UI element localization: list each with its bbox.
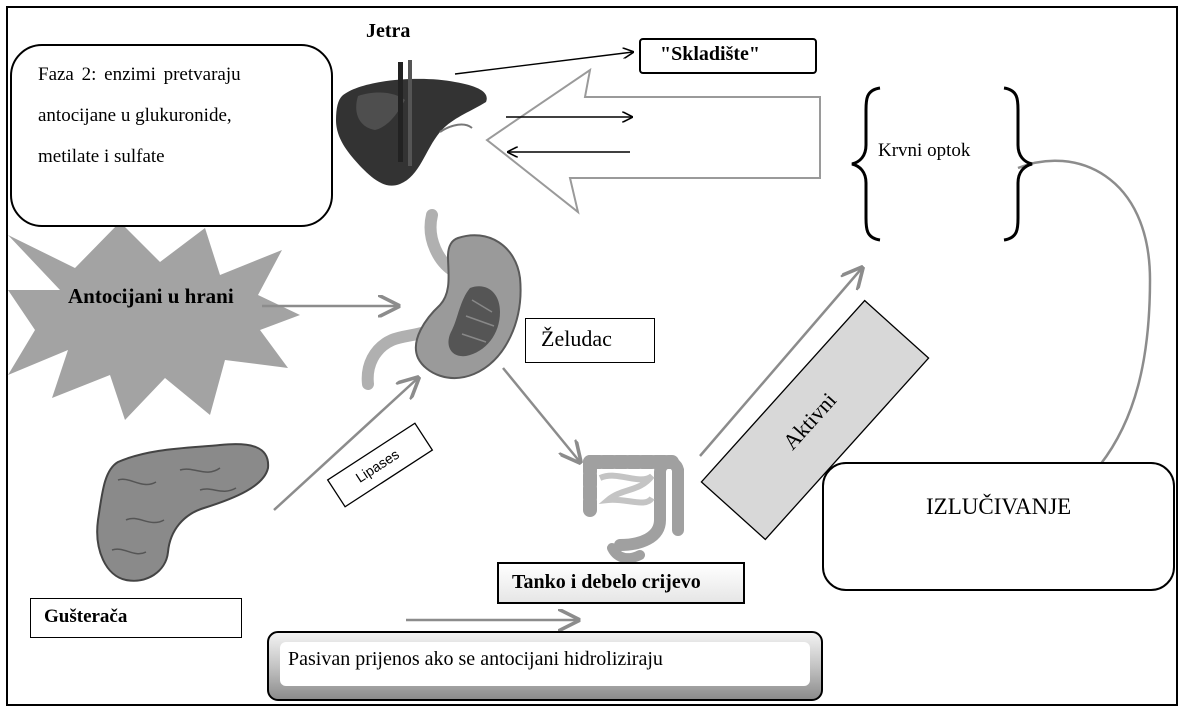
left-brace	[851, 86, 881, 242]
right-brace	[1003, 86, 1033, 242]
liver-icon	[336, 60, 487, 186]
stomach-label-box	[525, 318, 655, 363]
phase2-line-2: antocijane u glukuronide,	[38, 105, 232, 126]
passive-transport-label: Pasivan prijenos ako se antocijani hidro…	[288, 648, 663, 670]
blood-circulation-label: Krvni optok	[878, 140, 971, 161]
phase2-line-3: metilate i sulfate	[38, 146, 165, 167]
pancreas-label: Gušterača	[44, 606, 128, 627]
food-anthocyanins-label: Antocijani u hrani	[68, 284, 234, 308]
blood-to-excretion-curve	[1017, 159, 1152, 466]
diagram-frame	[6, 6, 1178, 706]
arrow-to-skladiste	[454, 52, 633, 75]
stomach-label: Želudac	[541, 326, 612, 351]
arrow-stomach-to-intestine	[502, 367, 580, 462]
phase2-box	[10, 44, 333, 227]
stomach-icon	[361, 209, 522, 390]
aktivni-box	[700, 299, 930, 541]
pancreas-label-box	[30, 598, 242, 638]
big-hollow-arrow	[485, 67, 821, 215]
arrow-pancreas-to-stomach	[273, 378, 418, 511]
intestine-label-box	[497, 562, 745, 604]
pancreas-icon	[96, 443, 270, 582]
excretion-box	[822, 462, 1175, 591]
intestine-icon	[583, 455, 684, 564]
arrow-intestine-to-blood	[699, 268, 862, 457]
phase2-line-1: Faza 2: enzimi pretvaraju	[38, 64, 241, 85]
lipases-box	[326, 422, 434, 508]
intestine-label: Tanko i debelo crijevo	[512, 571, 701, 593]
liver-label: Jetra	[366, 20, 411, 42]
skladiste-label: "Skladište"	[660, 43, 761, 65]
pasivan-inner	[280, 642, 810, 686]
excretion-label: IZLUČIVANJE	[926, 494, 1072, 519]
starburst-shape	[8, 222, 300, 420]
skladiste-box	[639, 38, 817, 74]
